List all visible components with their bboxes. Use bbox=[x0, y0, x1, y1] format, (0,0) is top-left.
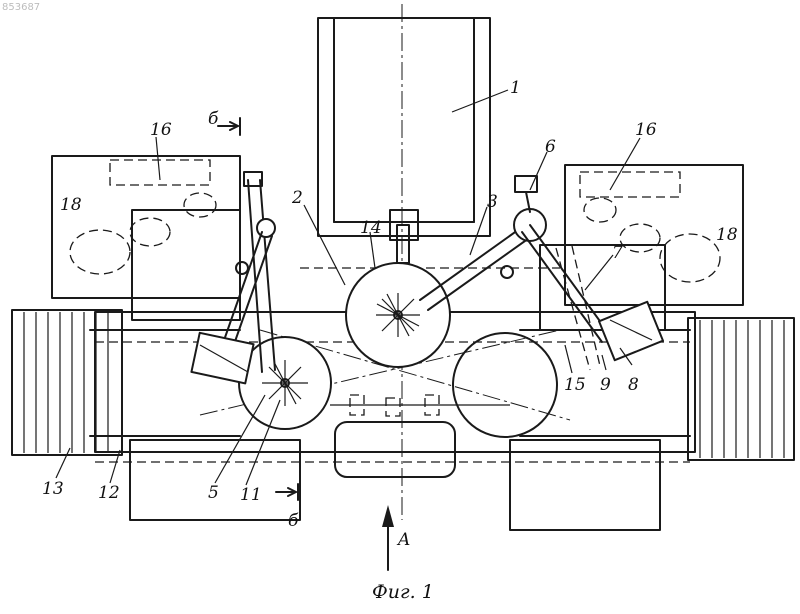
right-conveyor bbox=[688, 318, 794, 460]
left-conveyor bbox=[12, 310, 122, 455]
label-part-9: 9 bbox=[600, 375, 611, 395]
label-part-8: 8 bbox=[628, 375, 639, 395]
label-part-18-left: 18 bbox=[60, 195, 82, 215]
feed-chute bbox=[318, 18, 490, 263]
label-part-12: 12 bbox=[98, 483, 120, 503]
bottom-shaft bbox=[330, 395, 510, 416]
label-part-14: 14 bbox=[360, 218, 382, 238]
central-drum bbox=[346, 263, 450, 367]
right-magazine-contents bbox=[580, 172, 720, 282]
right-pusher bbox=[599, 302, 663, 360]
label-part-6: 6 bbox=[545, 137, 556, 157]
label-part-11: 11 bbox=[240, 485, 262, 505]
section-mark-bottom bbox=[276, 484, 298, 500]
label-part-5: 5 bbox=[208, 483, 219, 503]
label-part-16-left: 16 bbox=[150, 120, 172, 140]
label-part-3: 3 bbox=[487, 192, 498, 212]
left-magazine bbox=[52, 156, 240, 320]
label-part-2: 2 bbox=[291, 188, 303, 208]
view-label: A bbox=[396, 530, 410, 550]
label-part-18-right: 18 bbox=[716, 225, 738, 245]
view-arrow bbox=[382, 505, 394, 570]
label-part-16-right: 16 bbox=[635, 120, 657, 140]
label-part-13: 13 bbox=[42, 479, 64, 499]
right-drum bbox=[453, 333, 557, 437]
figure-caption: Фиг. 1 bbox=[372, 581, 434, 603]
label-part-7: 7 bbox=[612, 243, 623, 263]
section-mark-top bbox=[218, 118, 240, 135]
left-pusher bbox=[191, 333, 253, 384]
left-magazine-contents bbox=[70, 160, 216, 274]
label-part-1: 1 bbox=[510, 78, 521, 98]
section-label-bottom: б bbox=[288, 511, 299, 531]
label-part-15: 15 bbox=[564, 375, 586, 395]
section-label-top: б bbox=[208, 109, 219, 129]
watermark-text: 853687 bbox=[2, 2, 40, 13]
